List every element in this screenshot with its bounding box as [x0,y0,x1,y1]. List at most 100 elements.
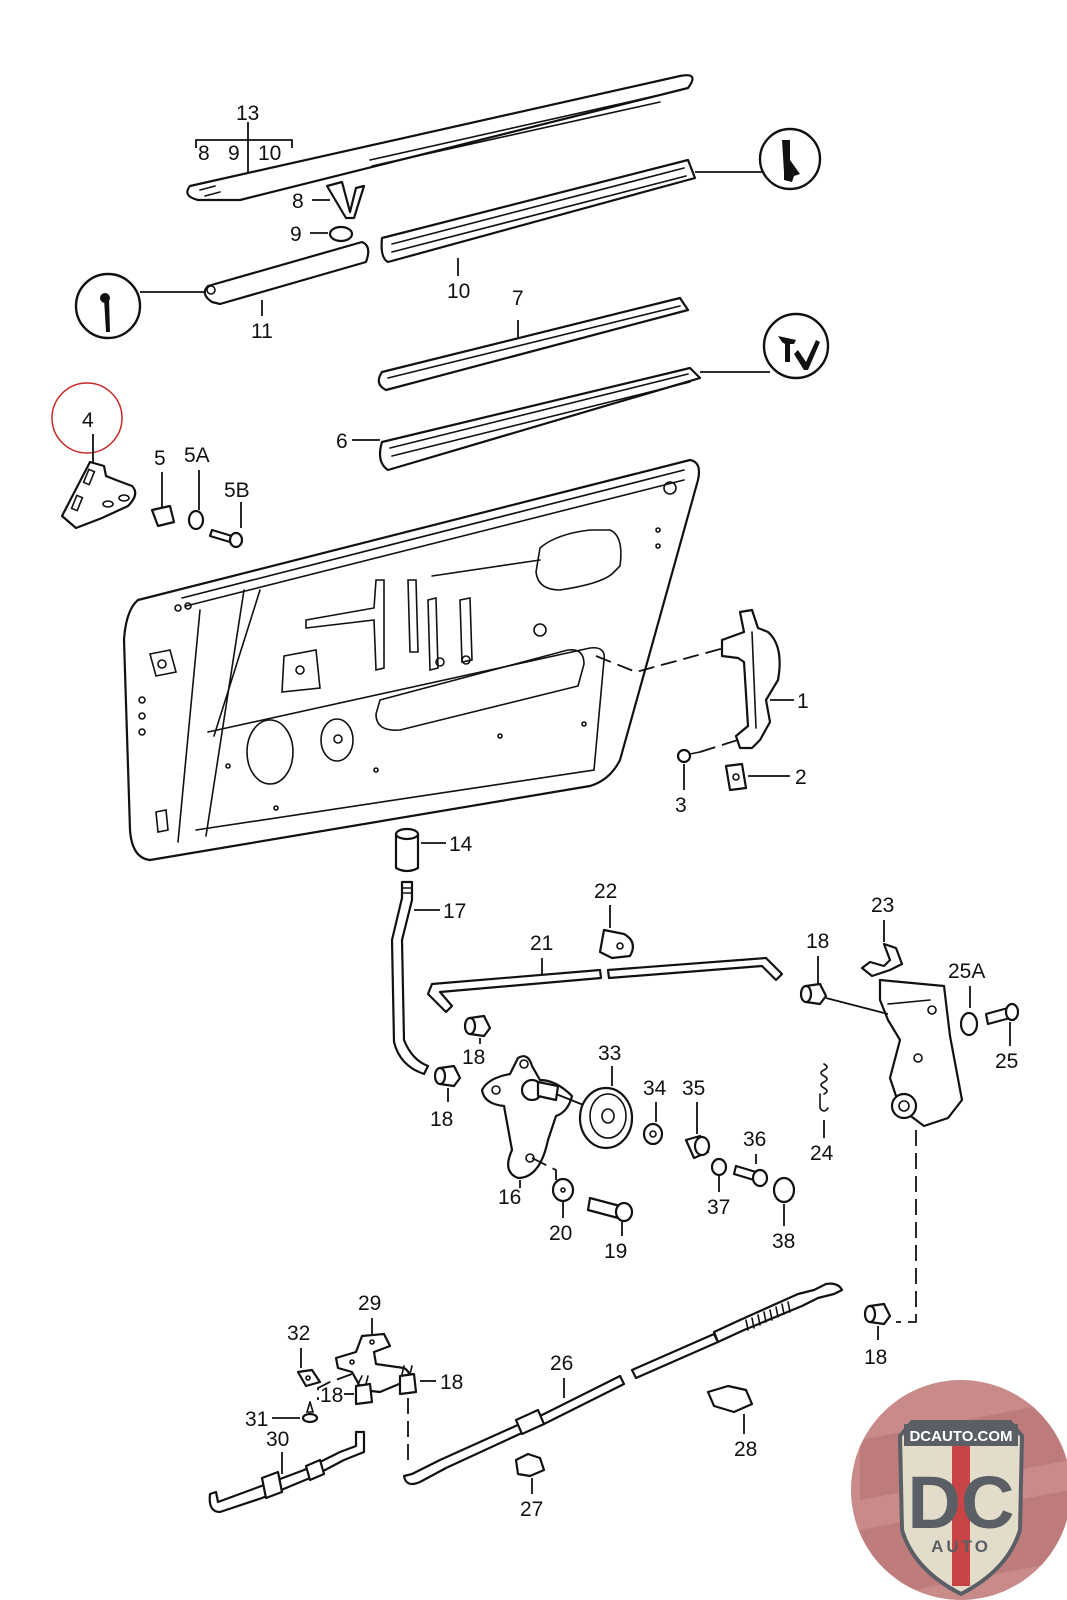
sym-channel-profile [700,312,830,380]
part-18-clip-lower-right[interactable]: 18 [863,1302,892,1369]
part-26-release-cable[interactable]: 26 [402,1282,844,1486]
label-18-c[interactable]: 18 [430,1108,453,1131]
label-35[interactable]: 35 [682,1077,705,1100]
part-25-screw[interactable]: 25 [984,1002,1020,1073]
part-6-channel-seal[interactable]: 6 [336,366,702,472]
part-4-hinge-bracket[interactable]: 4 [51,382,137,530]
label-8[interactable]: 8 [292,190,304,213]
channel-profile-icon [778,336,820,370]
label-2[interactable]: 2 [795,766,807,789]
label-13[interactable]: 13 [236,102,259,125]
label-24[interactable]: 24 [810,1142,834,1165]
part-31-screw[interactable]: 31 [245,1401,319,1431]
part-18-clip-rod-21[interactable]: 18 [462,1014,492,1069]
part-33-pulley[interactable]: 33 [578,1042,634,1150]
label-27[interactable]: 27 [520,1498,543,1521]
part-21-lock-rod[interactable]: 21 [426,932,784,1014]
label-4[interactable]: 4 [82,409,94,432]
part-37-washer[interactable]: 37 [707,1157,730,1219]
label-13-9[interactable]: 9 [228,142,240,165]
part-27-cable-clip[interactable]: 27 [514,1452,546,1521]
part-10-inner-seal[interactable]: 10 [380,158,697,303]
highlight-circle [51,382,123,454]
callout-13-group: 13 8 9 10 [195,102,293,173]
label-18-e[interactable]: 18 [320,1384,343,1407]
label-28[interactable]: 28 [734,1438,757,1461]
part-16-lever-plate[interactable]: 16 [480,1055,574,1209]
label-10[interactable]: 10 [447,280,470,303]
part-18-clip-lower-center[interactable]: 18 [398,1365,463,1396]
label-13-8[interactable]: 8 [198,142,210,165]
label-17[interactable]: 17 [443,900,466,923]
label-13-10[interactable]: 10 [258,142,281,165]
label-21[interactable]: 21 [530,932,553,955]
label-29[interactable]: 29 [358,1292,381,1315]
part-28-cable-holder[interactable]: 28 [706,1384,757,1461]
part-9-grommet[interactable]: 9 [290,223,354,246]
part-13-trim-strip[interactable] [186,74,694,202]
label-9[interactable]: 9 [290,223,302,246]
label-16[interactable]: 16 [498,1186,521,1209]
part-19-bolt[interactable]: 19 [586,1196,634,1263]
label-7[interactable]: 7 [512,287,524,310]
leader-dashed-latch [896,1130,917,1323]
part-25a-washer[interactable]: 25A [948,960,985,1037]
part-32-speed-nut[interactable]: 32 [287,1322,322,1388]
label-31[interactable]: 31 [245,1408,268,1431]
part-29-bracket[interactable]: 29 [334,1292,411,1394]
label-6[interactable]: 6 [336,430,348,453]
part-38-cap[interactable]: 38 [772,1176,795,1253]
label-30[interactable]: 30 [266,1428,289,1451]
leader-18-latch [825,997,889,1015]
part-18-clip-rod-17[interactable]: 18 [430,1064,462,1131]
label-3[interactable]: 3 [675,794,687,817]
label-18-d[interactable]: 18 [864,1346,887,1369]
door-inner-panel[interactable] [122,458,701,862]
part-5b-bolt[interactable]: 5B [208,479,250,549]
part-11-trim-end[interactable]: 11 [203,240,370,343]
label-19[interactable]: 19 [604,1240,627,1263]
label-34[interactable]: 34 [643,1077,667,1100]
part-30-cable[interactable]: 30 [208,1428,366,1514]
part-8-clip[interactable]: 8 [292,180,366,220]
label-22[interactable]: 22 [594,880,617,903]
label-26[interactable]: 26 [550,1352,573,1375]
label-38[interactable]: 38 [772,1230,795,1253]
part-1-handle-bracket[interactable]: 1 [720,608,809,750]
part-7-window-seal[interactable]: 7 [377,287,690,392]
label-25[interactable]: 25 [995,1050,1018,1073]
label-33[interactable]: 33 [598,1042,621,1065]
label-18-a[interactable]: 18 [806,930,829,953]
label-18-b[interactable]: 18 [462,1046,485,1069]
leader-pulley [555,1093,587,1107]
part-18-clip-upper-right[interactable]: 18 [799,930,829,1006]
part-22-clip[interactable]: 22 [594,880,635,960]
part-20-washer[interactable]: 20 [549,1177,575,1245]
label-5a[interactable]: 5A [184,444,210,467]
part-14-lock-knob[interactable]: 14 [394,827,473,873]
label-25a[interactable]: 25A [948,960,985,983]
leader-dashed-bracket [595,647,725,673]
label-37[interactable]: 37 [707,1196,730,1219]
part-24-spring[interactable]: 24 [810,1063,834,1165]
part-18-clip-lower-left[interactable]: 18 [320,1375,374,1407]
label-20[interactable]: 20 [549,1222,572,1245]
part-34-spacer[interactable]: 34 [642,1077,667,1146]
part-17-lock-rod[interactable]: 17 [390,880,466,1076]
part-35-bushing[interactable]: 35 [682,1077,711,1160]
label-23[interactable]: 23 [871,894,894,917]
part-36-screw[interactable]: 36 [732,1128,769,1188]
part-5-nut-clip[interactable]: 5 [150,447,176,528]
part-3-screw[interactable]: 3 [675,737,745,817]
label-36[interactable]: 36 [743,1128,766,1151]
label-11[interactable]: 11 [251,320,273,343]
part-5a-washer[interactable]: 5A [184,444,210,531]
label-18-f[interactable]: 18 [440,1371,463,1394]
label-32[interactable]: 32 [287,1322,310,1345]
label-5b[interactable]: 5B [224,479,250,502]
label-14[interactable]: 14 [449,833,473,856]
part-2-speed-nut[interactable]: 2 [724,762,807,792]
part-23-door-latch[interactable]: 23 [860,894,964,1128]
label-1[interactable]: 1 [797,690,809,713]
label-5[interactable]: 5 [154,447,166,470]
